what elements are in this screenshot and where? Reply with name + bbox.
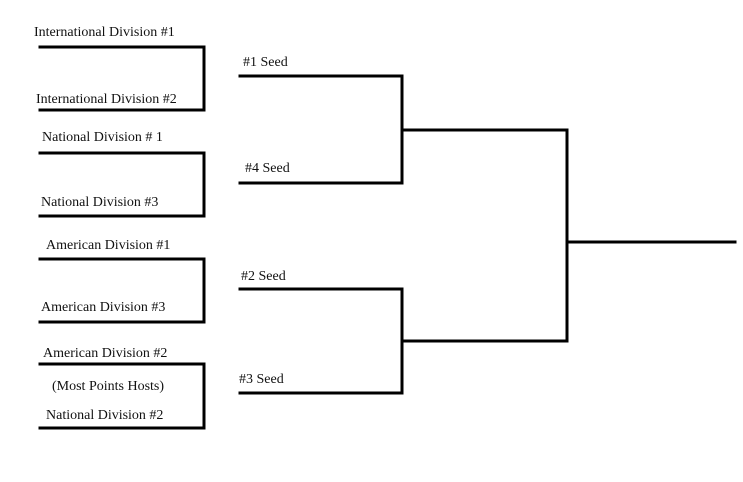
team-international-division-2: International Division #2 bbox=[36, 92, 177, 107]
r1-match3-connector bbox=[38, 257, 206, 324]
team-national-division-2: National Division #2 bbox=[46, 408, 164, 423]
team-american-division-1: American Division #1 bbox=[46, 238, 171, 253]
r1-match1-connector bbox=[38, 45, 206, 112]
r1-match4-connector bbox=[38, 362, 206, 430]
seed-4-label: #4 Seed bbox=[245, 161, 290, 176]
team-national-division-1: National Division # 1 bbox=[42, 130, 163, 145]
team-international-division-1: International Division #1 bbox=[34, 25, 175, 40]
host-note: (Most Points Hosts) bbox=[52, 379, 165, 394]
seed-1-label: #1 Seed bbox=[243, 55, 288, 70]
final-connector bbox=[400, 128, 569, 343]
team-american-division-3: American Division #3 bbox=[41, 300, 166, 315]
r1-match2-connector bbox=[38, 151, 206, 218]
team-american-division-2: American Division #2 bbox=[43, 346, 168, 361]
team-national-division-3: National Division #3 bbox=[41, 195, 159, 210]
seed-2-label: #2 Seed bbox=[241, 269, 286, 284]
seed-3-label: #3 Seed bbox=[239, 372, 284, 387]
